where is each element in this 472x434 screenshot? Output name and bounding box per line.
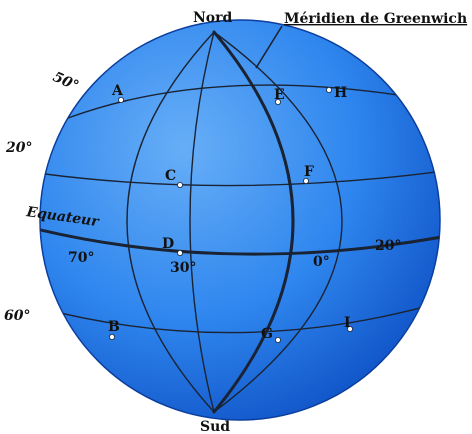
point-a-marker — [118, 97, 125, 104]
latitude-60-label: 60° — [4, 308, 30, 324]
meridian-30-line — [189, 31, 215, 413]
point-a-label: A — [111, 83, 124, 99]
point-i-marker — [346, 325, 353, 332]
parallel-20-line — [40, 169, 440, 187]
point-b-marker — [109, 333, 116, 340]
point-c-marker — [176, 181, 183, 188]
greenwich-pointer-line — [255, 25, 283, 69]
point-markers — [109, 87, 353, 343]
point-c-label: C — [165, 168, 176, 184]
point-h-marker — [325, 87, 332, 94]
globe-sphere — [39, 19, 441, 421]
point-d-label: D — [162, 236, 174, 252]
latitude-20-label: 20° — [5, 140, 32, 156]
point-g-marker — [274, 336, 281, 343]
parallel-60-line — [40, 301, 440, 334]
point-h-label: H — [334, 85, 347, 101]
longitude-30-label: 30° — [170, 260, 196, 276]
point-e-label: E — [274, 87, 285, 103]
point-e-marker — [274, 99, 281, 106]
greenwich-meridian-label: Méridien de Greenwich — [284, 11, 467, 27]
point-b-label: B — [108, 319, 120, 335]
north-pole-label: Nord — [193, 10, 233, 26]
meridian-20-line — [213, 31, 343, 413]
longitude-70-label: 70° — [68, 250, 94, 266]
point-f-marker — [302, 177, 309, 184]
point-d-marker — [176, 249, 183, 256]
point-i-label: I — [344, 315, 351, 331]
equator-line — [40, 224, 440, 256]
point-g-label: G — [261, 326, 273, 342]
point-f-label: F — [304, 164, 314, 180]
longitude-20-label: 20° — [375, 238, 401, 254]
parallel-50-line — [67, 84, 405, 119]
south-pole-label: Sud — [200, 419, 230, 434]
longitude-0-label: 0° — [313, 254, 330, 270]
meridian-0-greenwich-line — [212, 30, 295, 414]
latitude-50-label: 50° — [50, 69, 81, 94]
meridian-70-line — [126, 31, 215, 413]
